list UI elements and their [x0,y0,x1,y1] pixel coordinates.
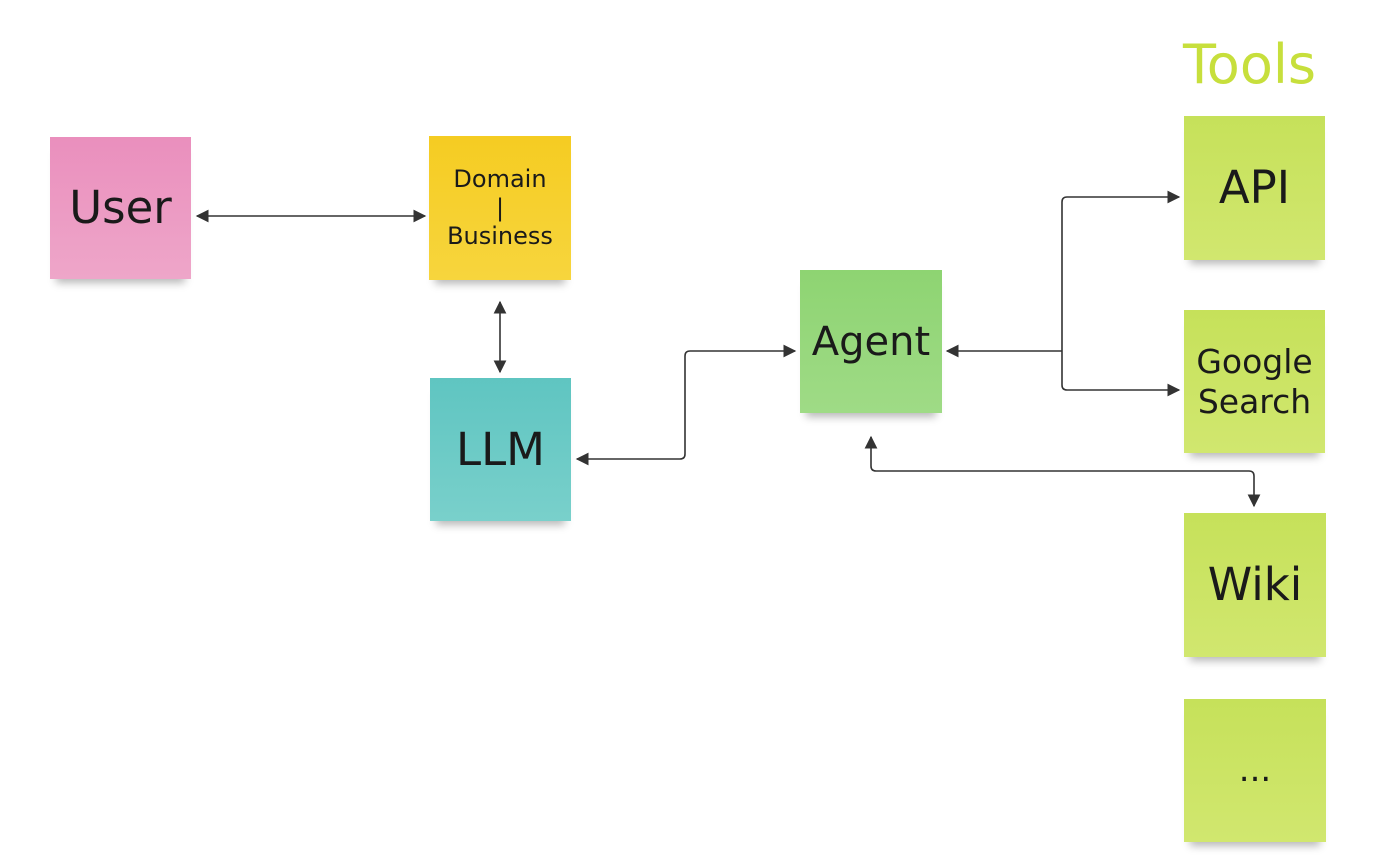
llm-note: LLM [430,378,571,521]
domain-business-note: Domain | Business [429,136,571,280]
business-label: Business [447,222,553,251]
agent-label: Agent [811,318,931,365]
user-note: User [50,137,191,279]
llm-label: LLM [456,422,545,476]
google-search-label: Google Search [1196,342,1312,421]
connector-agent-wiki [864,435,1261,508]
api-tool-note: API [1184,116,1325,260]
wiki-tool-note: Wiki [1184,513,1326,657]
search-label: Search [1197,381,1312,421]
domain-business-label: Domain | Business [447,165,553,251]
more-label: ... [1238,750,1272,791]
google-search-tool-note: Google Search [1184,310,1325,453]
tools-heading: Tools [1183,33,1317,96]
google-label: Google [1196,341,1313,381]
connector-tools-google [1061,351,1181,397]
domain-separator: | [495,193,505,222]
wiki-label: Wiki [1207,558,1303,611]
user-label: User [69,181,172,234]
domain-label: Domain [453,164,547,193]
more-tools-note: ... [1184,699,1326,842]
agent-note: Agent [800,270,942,413]
connector-tools-api [1061,190,1181,351]
connector-llm-agent [575,344,797,466]
api-label: API [1218,161,1291,214]
